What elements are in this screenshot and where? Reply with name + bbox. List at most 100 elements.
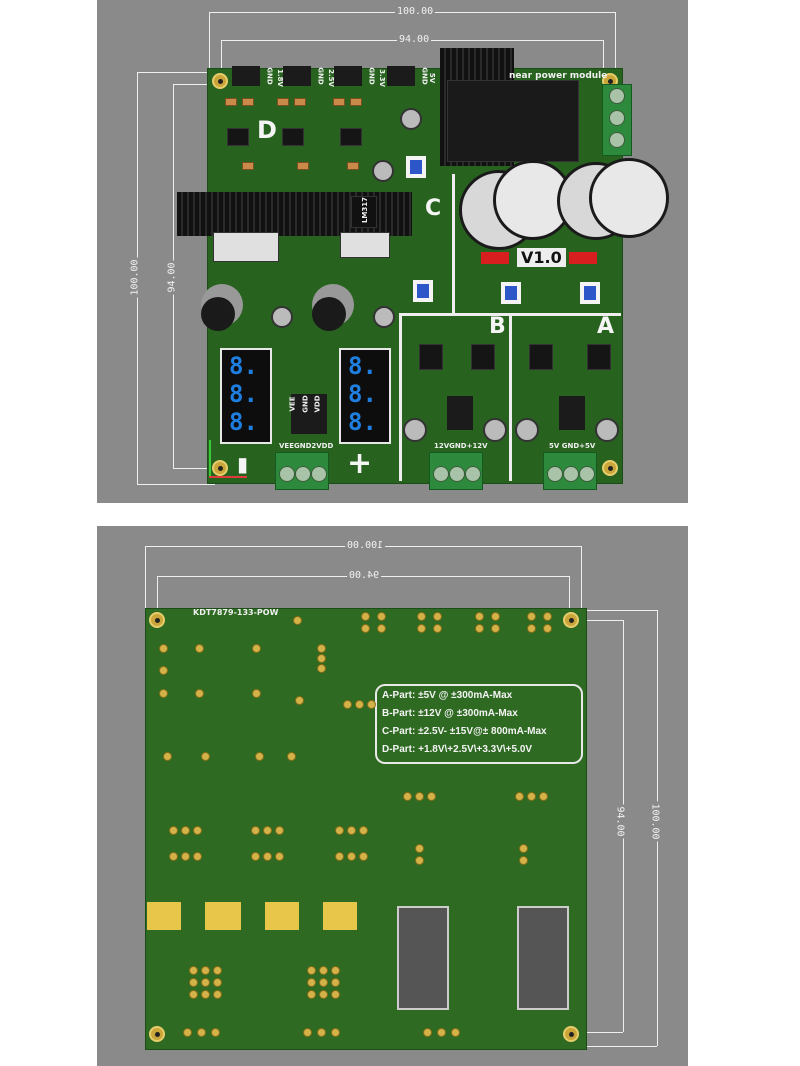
dim-inner-tick-left [221, 40, 222, 76]
terminal-b-screw-3 [465, 466, 481, 482]
header-label-0: GND [265, 67, 274, 85]
potentiometer-left-knob[interactable] [201, 297, 235, 331]
header-label-3: 2.5V [326, 69, 335, 87]
pad-bl-9 [213, 990, 222, 999]
cap-d2 [242, 98, 254, 106]
spec-notes-box [375, 684, 583, 764]
display-right-digit-3: 8. [348, 408, 377, 436]
pad-bm-9 [331, 990, 340, 999]
pad-row-19 [415, 844, 424, 853]
pad-bl-3 [213, 966, 222, 975]
cap-d7 [242, 162, 254, 170]
pad-row-3 [193, 826, 202, 835]
display-pin-label-1: GND [301, 395, 310, 413]
dim-inner-tick-right [603, 40, 604, 76]
section-label-b: B [489, 314, 506, 339]
b-mount-hole-br [563, 1026, 579, 1042]
pad-6 [252, 644, 261, 653]
pad-row-20 [415, 856, 424, 865]
bottom-view-panel: 100.00 94.00 100.00 94.00 KDT7879-133-PO… [97, 526, 688, 1066]
electrolytic-cap-d1 [400, 108, 422, 130]
voltmeter-display-left [220, 348, 272, 444]
pin-header-vee [291, 394, 327, 434]
terminal-a-screw-3 [579, 466, 595, 482]
regulator-lm317-body [351, 196, 377, 228]
pad-bl-6 [213, 978, 222, 987]
pad-bm-6 [331, 978, 340, 987]
spec-note-a: A-Part: ±5V @ ±300mA-Max [382, 690, 513, 701]
pad-row-18 [359, 852, 368, 861]
spec-note-c: C-Part: ±2.5V- ±15V@± 800mA-Max [382, 726, 547, 737]
pin-header-5v [387, 66, 415, 86]
pad-row-9 [359, 826, 368, 835]
terminal-b-screw-2 [449, 466, 465, 482]
square-pad-4 [323, 902, 357, 930]
b-dim-outer-tick-right [581, 546, 582, 608]
pad-mid-3 [367, 700, 376, 709]
header-label-1: 1.8V [275, 69, 284, 87]
pad-top-16 [543, 624, 552, 633]
pad-mid-6 [255, 752, 264, 761]
pad-row-13 [251, 852, 260, 861]
b-dim-outer-v-label: 100.00 [649, 801, 661, 842]
pad-bm-3 [331, 966, 340, 975]
pad-row-21 [519, 844, 528, 853]
pad-top-9 [475, 612, 484, 621]
pin-header-a [559, 396, 585, 430]
display-left-digit-2: 8. [229, 380, 258, 408]
electrolytic-cap-d2 [372, 160, 394, 182]
board-id: KDT7879-133-POW [193, 608, 279, 617]
section-label-a: A [597, 314, 615, 339]
mount-hole-tl [212, 73, 228, 89]
pad-row-4 [251, 826, 260, 835]
regulator-label: LM317 [361, 196, 370, 224]
cap-d1 [225, 98, 237, 106]
pad-row-14 [263, 852, 272, 861]
cap-d9 [347, 162, 359, 170]
mount-hole-br [602, 460, 618, 476]
pad-row-22 [519, 856, 528, 865]
pad-row-5 [263, 826, 272, 835]
pad-bottom-7 [423, 1028, 432, 1037]
terminal-left-screw-3 [311, 466, 327, 482]
pad-10 [317, 654, 326, 663]
dip-switch-c[interactable] [413, 280, 433, 302]
spec-note-d: D-Part: +1.8V\+2.5V\+3.3V\+5.0V [382, 744, 533, 755]
pad-bl-5 [201, 978, 210, 987]
dip-switch-d[interactable] [406, 156, 426, 178]
pad-row-12 [193, 852, 202, 861]
dip-switch-mid[interactable] [501, 282, 521, 304]
cap-d3 [277, 98, 289, 106]
potentiometer-right-knob[interactable] [312, 297, 346, 331]
pad-bottom-5 [317, 1028, 326, 1037]
divider-v-b-left [399, 313, 402, 481]
version-label: V1.0 [517, 248, 566, 267]
dip-switch-right[interactable] [580, 282, 600, 304]
pin-header-2v5 [283, 66, 311, 86]
pad-bl-1 [189, 966, 198, 975]
cap-d5 [333, 98, 345, 106]
pad-bm-2 [319, 966, 328, 975]
pad-bm-8 [319, 990, 328, 999]
dim-outer-v-tick-bottom [137, 484, 215, 485]
pad-top-14 [543, 612, 552, 621]
pad-mid-7 [287, 752, 296, 761]
mount-hole-bl [212, 460, 228, 476]
dim-outer-label: 100.00 [395, 6, 436, 17]
terminal-left-label: VEEGND2VDD [279, 442, 334, 450]
regulator-ic-a1 [529, 344, 553, 370]
pad-row-8 [347, 826, 356, 835]
b-dim-outer-tick-left [145, 546, 146, 608]
pin-header-1v8 [232, 66, 260, 86]
soic-left [397, 906, 449, 1010]
pad-top-4 [377, 624, 386, 633]
regulator-ic-d1 [227, 128, 249, 146]
pad-bottom-1 [183, 1028, 192, 1037]
display-right-digit-2: 8. [348, 380, 377, 408]
pad-12 [295, 696, 304, 705]
pad-2 [159, 666, 168, 675]
pad-top-1 [361, 612, 370, 621]
pad-bottom-4 [303, 1028, 312, 1037]
dim-outer-v-tick-top [137, 72, 215, 73]
minus-sign: ▮ [237, 452, 249, 476]
